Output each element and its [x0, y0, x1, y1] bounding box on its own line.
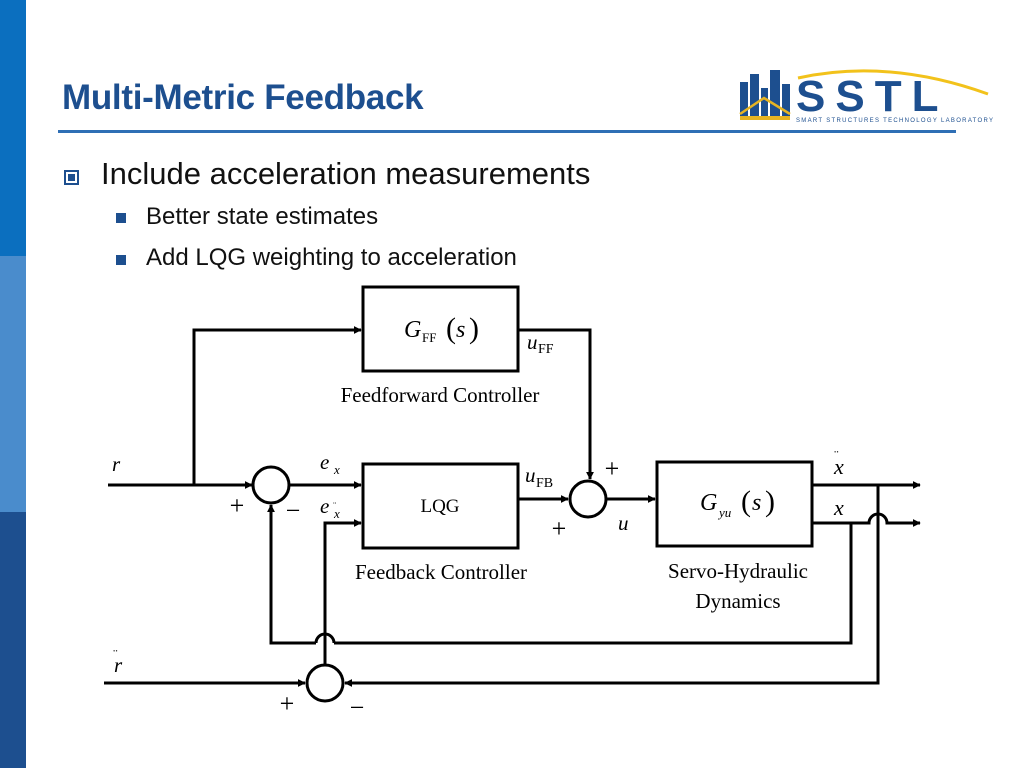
side-accent-top	[0, 0, 26, 256]
plant-caption-line2: Dynamics	[695, 589, 780, 613]
label-rddot: r	[114, 653, 123, 677]
label-u: u	[618, 511, 629, 535]
plant-block-arg: s	[752, 490, 761, 516]
title-underline	[58, 130, 956, 133]
label-ufb: u	[525, 463, 536, 487]
ff-caption: Feedforward Controller	[341, 383, 540, 407]
bullet-square-icon	[64, 170, 79, 185]
lqg-block	[361, 462, 520, 550]
plant-block-paren-open: (	[741, 485, 751, 518]
label-ex-sub: x	[333, 462, 340, 477]
slide-title: Multi-Metric Feedback	[62, 78, 424, 117]
ff-block-subscript: FF	[422, 330, 436, 345]
label-exddot-dots: ¨	[333, 501, 337, 512]
label-exddot-sub: x	[333, 506, 340, 521]
lqg-block-label: LQG	[420, 496, 459, 517]
sub-bullet-icon	[116, 255, 126, 265]
ff-block-paren-close: )	[469, 312, 479, 345]
sstl-logo: SSTL SMART STRUCTURES TECHNOLOGY LABORAT…	[739, 69, 994, 124]
sum-junction-control	[568, 479, 608, 519]
sub-bullet-icon	[116, 213, 126, 223]
logo-tagline: SMART STRUCTURES TECHNOLOGY LABORATORY	[796, 118, 994, 124]
label-ufb-sub: FB	[536, 476, 553, 491]
plant-block-paren-close: )	[765, 485, 775, 518]
sign-sum2-top: +	[605, 454, 620, 483]
logo-wordmark: SSTL	[796, 72, 948, 121]
signal-line-ff-input	[192, 326, 362, 485]
feedback-line-x-return	[267, 504, 316, 645]
plant-block-subscript: yu	[717, 505, 732, 520]
label-uff-sub: FF	[538, 342, 554, 357]
label-xddot-dots: ¨	[834, 449, 839, 464]
sum-junction-accel	[305, 663, 345, 703]
signal-line-x	[812, 512, 921, 527]
label-uff: u	[527, 330, 538, 354]
plant-block	[655, 460, 814, 548]
side-accent-bottom	[0, 512, 26, 768]
plant-block-symbol: G	[700, 490, 717, 516]
sum-junction-error	[251, 465, 291, 505]
skyline-icon	[740, 70, 790, 120]
bullet-text-acceleration: Include acceleration measurements	[101, 156, 591, 191]
sign-sum1-left: +	[230, 491, 245, 520]
sign-sum3-right: −	[350, 693, 365, 722]
signal-line-exddot	[323, 519, 362, 665]
sub-bullet-text-lqg-weighting: Add LQG weighting to acceleration	[146, 244, 517, 271]
feedforward-block	[361, 285, 520, 373]
ff-block-paren-open: (	[446, 312, 456, 345]
label-rddot-dots: ¨	[113, 648, 118, 663]
fb-caption: Feedback Controller	[355, 560, 527, 584]
plant-caption-line1: Servo-Hydraulic	[668, 559, 808, 583]
label-xddot: x	[833, 454, 844, 479]
sign-sum3-left: +	[280, 689, 295, 718]
sub-bullet-text-state-estimates: Better state estimates	[146, 203, 379, 230]
ff-block-symbol: G	[404, 317, 421, 343]
signal-line-uff	[518, 328, 594, 480]
feedback-line-xddot	[344, 485, 880, 687]
feedback-line-x	[334, 523, 853, 645]
ff-block-arg: s	[456, 317, 465, 343]
label-r: r	[112, 452, 121, 476]
side-accent-middle	[0, 256, 26, 512]
label-ex: e	[320, 450, 329, 474]
sign-sum2-bottom: +	[552, 514, 567, 543]
label-exddot: e	[320, 494, 329, 518]
label-x: x	[833, 495, 844, 520]
sign-sum1-bottom: −	[286, 496, 301, 525]
